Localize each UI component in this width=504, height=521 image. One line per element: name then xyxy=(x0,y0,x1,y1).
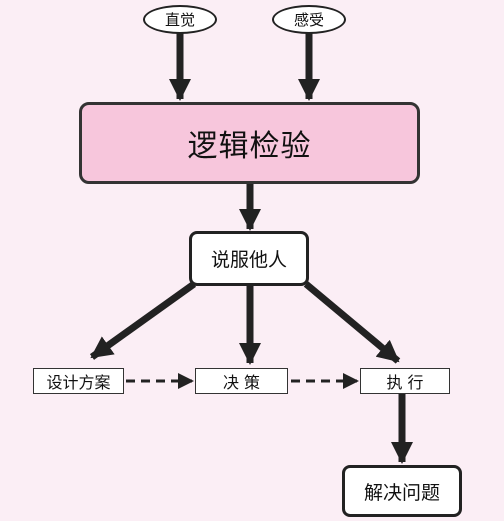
node-intuition: 直觉 xyxy=(143,5,217,34)
node-decision: 决 策 xyxy=(195,368,288,394)
node-solve-label: 解决问题 xyxy=(363,481,440,504)
node-persuade: 说服他人 xyxy=(189,231,309,286)
node-persuade-label: 说服他人 xyxy=(210,249,287,271)
node-feeling-label: 感受 xyxy=(293,11,324,29)
node-solve: 解决问题 xyxy=(342,465,462,517)
arrow-persuade-to-execute xyxy=(303,281,401,364)
node-logic-check-label: 逻辑检验 xyxy=(187,129,312,164)
node-execute-label: 执 行 xyxy=(386,373,424,392)
node-logic-check: 逻辑检验 xyxy=(79,102,420,184)
node-intuition-label: 直觉 xyxy=(164,11,195,29)
node-feeling: 感受 xyxy=(272,5,346,34)
node-execute: 执 行 xyxy=(360,368,450,394)
node-design-plan: 设计方案 xyxy=(33,368,124,394)
node-design-plan-label: 设计方案 xyxy=(46,373,111,392)
arrow-persuade-to-design xyxy=(89,281,197,360)
node-decision-label: 决 策 xyxy=(222,373,261,392)
